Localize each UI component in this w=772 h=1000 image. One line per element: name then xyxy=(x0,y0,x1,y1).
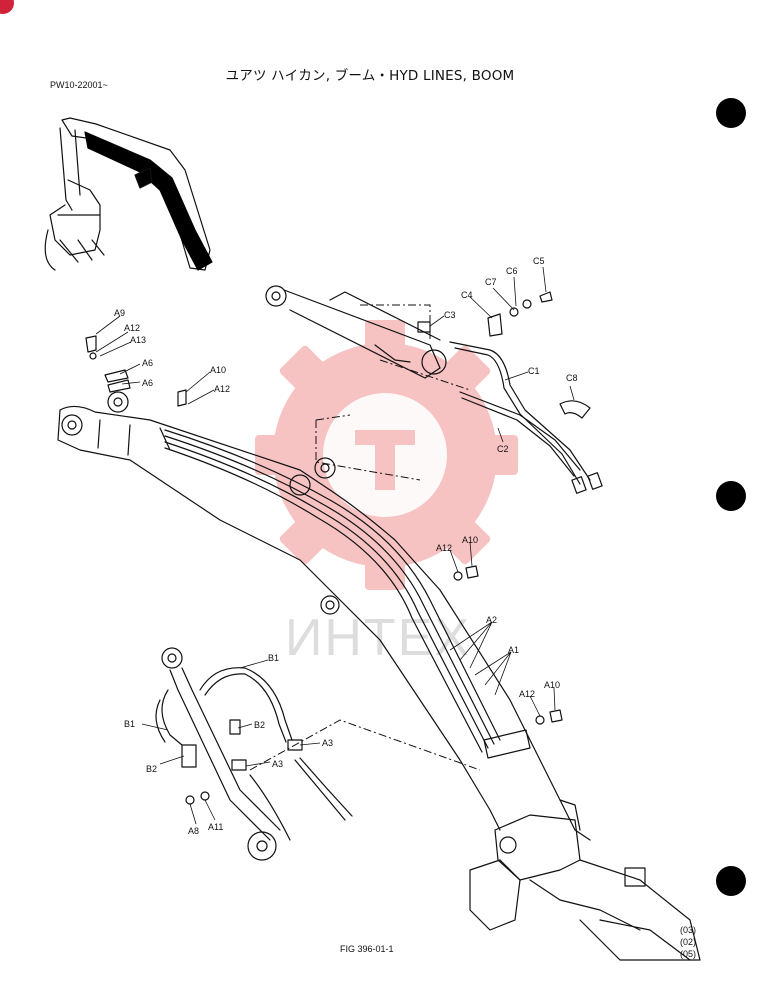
watermark-text: ИНТЕХ xyxy=(285,609,472,667)
revision-code: (02) xyxy=(680,937,697,947)
callout-C7: C7 xyxy=(485,277,497,287)
callout-A10-top: A10 xyxy=(210,365,226,375)
revision-code: (03) xyxy=(680,925,697,935)
callout-A12-right: A12 xyxy=(519,689,535,699)
callout-A12-mid: A12 xyxy=(214,384,230,394)
callout-B2-left: B2 xyxy=(146,764,157,774)
callout-B1-left: B1 xyxy=(124,719,135,729)
callout-A13: A13 xyxy=(130,335,146,345)
callout-A12-center: A12 xyxy=(436,543,452,553)
callout-A3-left: A3 xyxy=(272,759,283,769)
page-title: ユアツ ハイカン, ブーム・HYD LINES, BOOM xyxy=(225,68,515,84)
serial-range: PW10-22001~ xyxy=(50,80,108,90)
callout-C4: C4 xyxy=(461,290,473,300)
callout-A6-b: A6 xyxy=(142,378,153,388)
revision-codes: (03) (02) (05) xyxy=(680,924,696,960)
callout-C2: C2 xyxy=(497,444,509,454)
callout-C5: C5 xyxy=(533,256,545,266)
callout-A6-a: A6 xyxy=(142,358,153,368)
binder-hole-top xyxy=(716,98,746,128)
callout-A8: A8 xyxy=(188,826,199,836)
callout-A2: A2 xyxy=(486,615,497,625)
corner-logo-mark xyxy=(0,0,14,14)
callout-A10-center: A10 xyxy=(462,535,478,545)
revision-code: (05) xyxy=(680,949,697,959)
inset-overview-illustration xyxy=(44,117,211,271)
binder-hole-middle xyxy=(716,481,746,511)
callout-C3: C3 xyxy=(444,310,456,320)
callout-A11: A11 xyxy=(208,822,223,832)
callout-A10-right: A10 xyxy=(544,680,560,690)
callout-B1-right: B1 xyxy=(268,653,279,663)
callout-A12-top: A12 xyxy=(124,323,140,333)
figure-label: FIG 396-01-1 xyxy=(340,944,394,954)
callout-C1: C1 xyxy=(528,366,540,376)
callout-A1: A1 xyxy=(508,645,519,655)
callout-C8: C8 xyxy=(566,373,578,383)
callout-B2-right: B2 xyxy=(254,720,265,730)
callout-A3-right: A3 xyxy=(322,738,333,748)
binder-hole-bottom xyxy=(716,866,746,896)
callout-A9: A9 xyxy=(114,308,125,318)
callout-C6: C6 xyxy=(506,266,518,276)
